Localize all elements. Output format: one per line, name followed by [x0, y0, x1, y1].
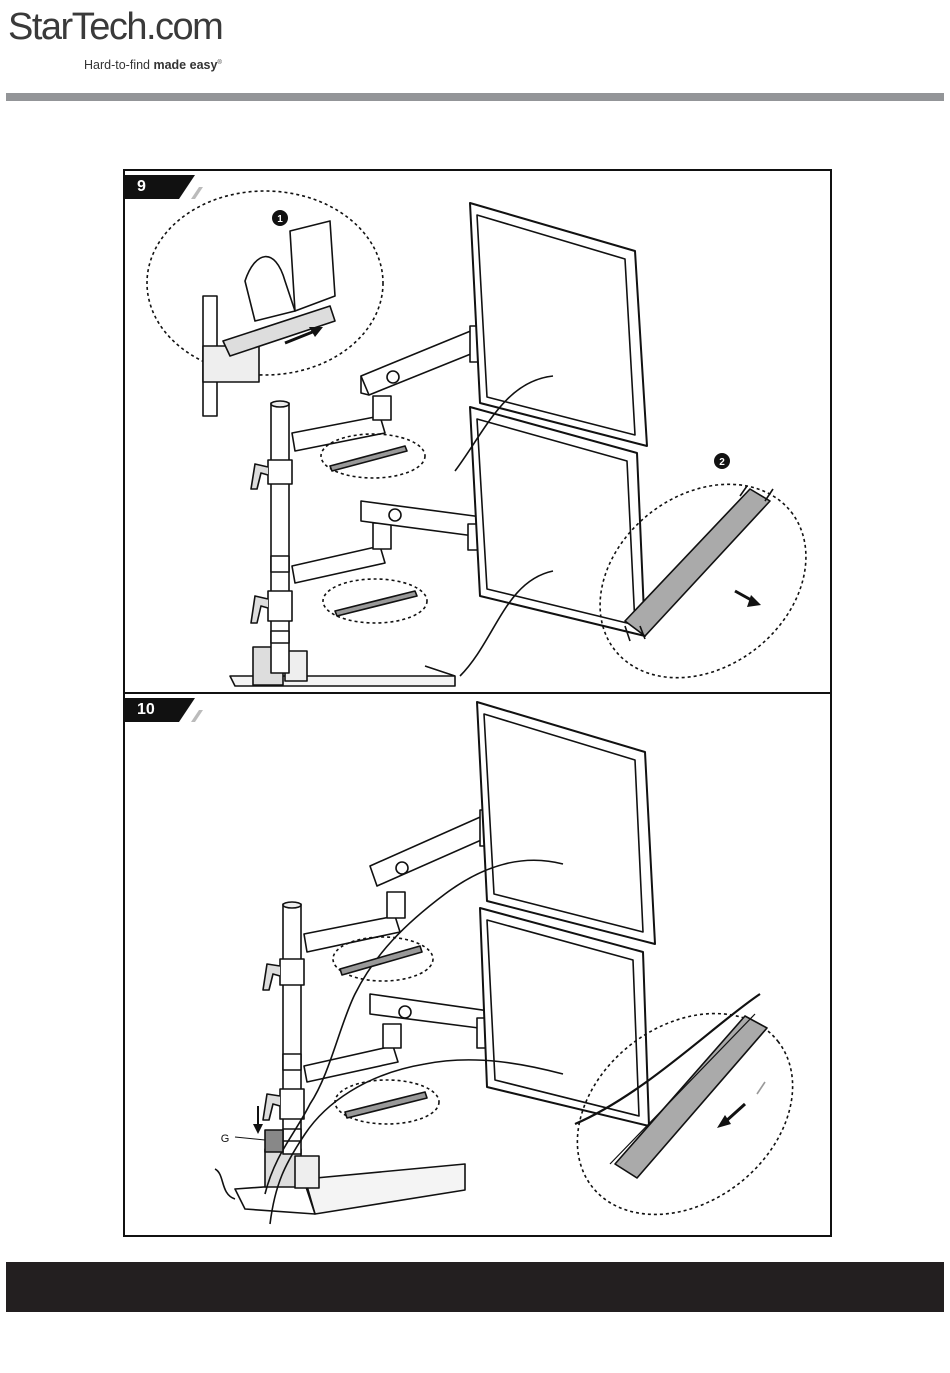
callout-2: 2 [719, 457, 725, 468]
header-rule [6, 93, 944, 101]
brand-tagline: Hard-to-find made easy® [84, 58, 222, 72]
instruction-figure: 9 [123, 169, 832, 1237]
tagline-plain: Hard-to-find [84, 58, 153, 72]
callout-g: G [221, 1133, 230, 1145]
brand-name: StarTech.com [8, 6, 222, 49]
step-9-illustration: 1 2 [125, 171, 830, 692]
startech-logo: StarTech.com Hard-to-find made easy® [8, 6, 268, 76]
footer-bar [6, 1262, 944, 1312]
tagline-trademark: ® [217, 60, 221, 66]
step-10-illustration: G [125, 694, 830, 1235]
callout-1: 1 [277, 214, 283, 225]
tagline-bold: made easy [153, 58, 217, 72]
